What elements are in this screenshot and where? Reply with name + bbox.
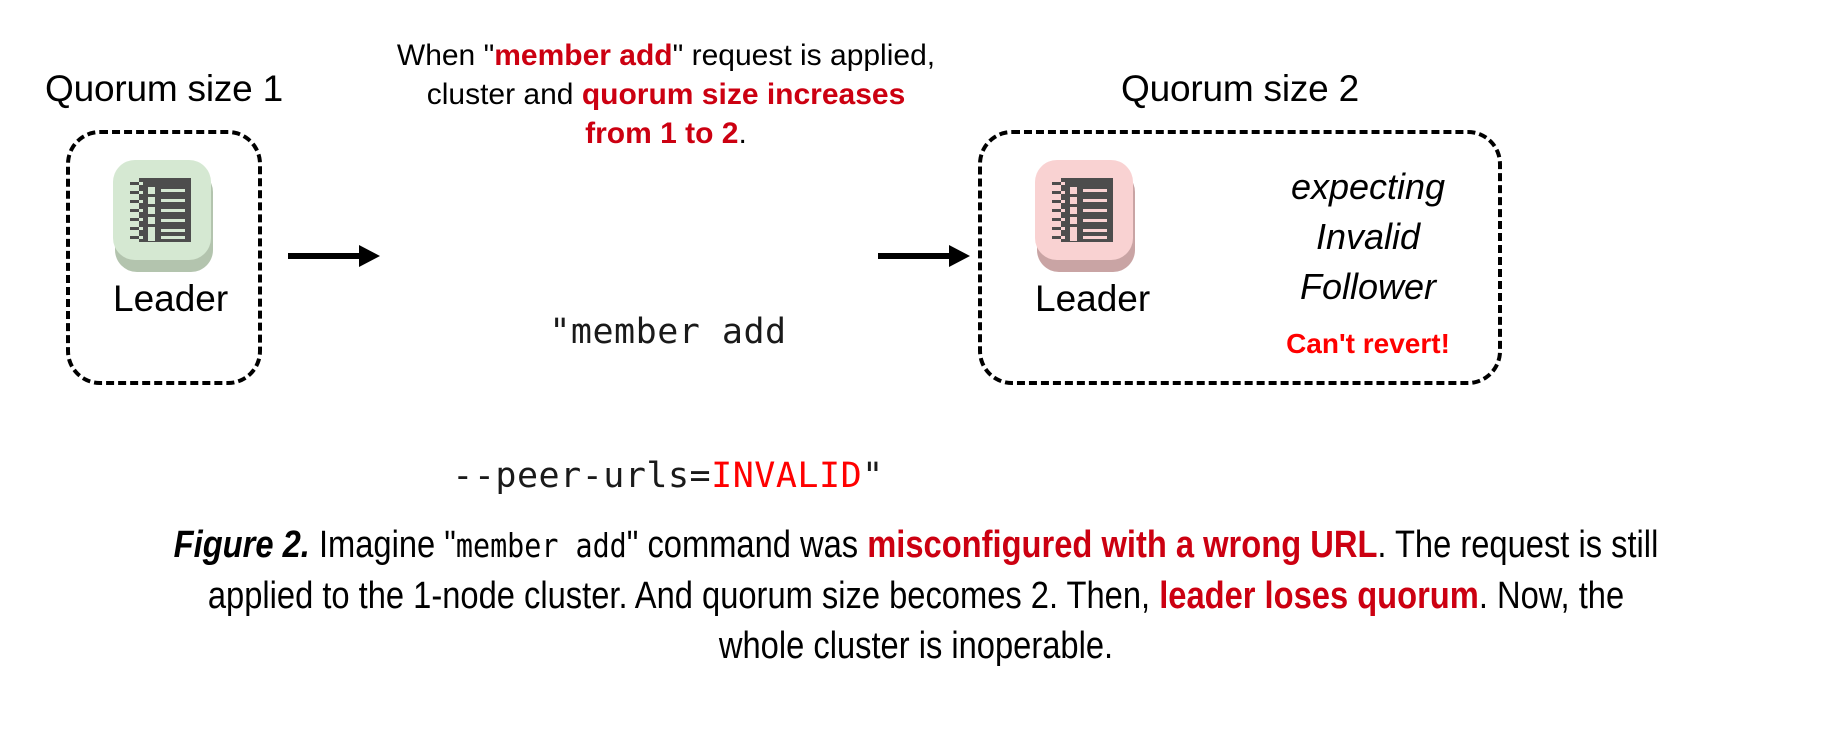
command-text: "member add --peer-urls=INVALID" — [398, 212, 938, 596]
figure-caption: Figure 2. Imagine "member add" command w… — [163, 520, 1670, 671]
left-cluster-leader-node: Leader — [113, 160, 229, 319]
node-icon-tile — [113, 160, 211, 260]
figure-caption-seg-3: . The request is still applied to the 1-… — [207, 524, 1659, 617]
top-note-emphasis-member-add: member add — [494, 39, 673, 72]
node-ledger-glyph — [130, 178, 191, 242]
top-note-emphasis-quorum-2: from 1 to 2 — [585, 117, 739, 150]
command-closing-quote: " — [862, 456, 884, 496]
left-cluster-title: Quorum size 1 — [45, 68, 283, 109]
figure-caption-seg-4: . Now, the whole cluster is inoperable. — [718, 575, 1625, 667]
expecting-line-2: Invalid — [1315, 216, 1421, 257]
arrow-right-icon-2 — [878, 245, 970, 267]
left-node-label: Leader — [113, 278, 229, 319]
command-flag: --peer-urls= — [452, 456, 712, 496]
top-note-plain-3: cluster and — [426, 78, 582, 111]
server-ledger-icon — [1035, 160, 1137, 272]
figure-caption-seg-2: " command was — [626, 524, 868, 566]
figure-caption-seg-1: Imagine " — [309, 524, 456, 566]
expecting-line-1: expecting — [1290, 166, 1446, 207]
figure-caption-emphasis-1: misconfigured with a wrong URL — [867, 524, 1378, 566]
top-annotation-line2: cluster and quorum size increases — [427, 78, 906, 111]
command-invalid-value: INVALID — [711, 456, 863, 496]
top-annotation: When "member add" request is applied, cl… — [358, 36, 974, 153]
right-cluster-leader-node: Leader — [1035, 160, 1151, 319]
server-ledger-icon — [113, 160, 215, 272]
left-cluster-boundary — [66, 130, 262, 385]
expecting-line-3: Follower — [1299, 266, 1437, 307]
node-ledger-glyph — [1052, 178, 1113, 242]
right-cluster-title: Quorum size 2 — [1121, 68, 1359, 109]
expecting-member-status: expecting Invalid Follower — [1243, 162, 1493, 312]
arrow-right-icon-1 — [288, 245, 380, 267]
top-note-plain-2: " request is applied, — [672, 39, 936, 72]
top-annotation-line1: When "member add" request is applied, — [397, 39, 935, 72]
top-note-emphasis-quorum-1: quorum size increases — [581, 78, 906, 111]
command-line-2: --peer-urls=INVALID" — [398, 452, 938, 500]
top-annotation-line3: from 1 to 2. — [585, 117, 747, 150]
command-line-1: "member add — [549, 312, 787, 352]
node-icon-tile — [1035, 160, 1133, 260]
right-cluster-boundary — [978, 130, 1502, 385]
top-note-plain-1: When " — [396, 39, 495, 72]
cant-revert-warning: Can't revert! — [1286, 328, 1450, 359]
top-note-plain-4: . — [738, 117, 747, 150]
right-node-label: Leader — [1035, 278, 1151, 319]
figure-caption-emphasis-2: leader loses quorum — [1159, 575, 1479, 617]
figure-caption-command: member add — [455, 526, 627, 565]
figure-caption-label: Figure 2. — [173, 524, 310, 566]
